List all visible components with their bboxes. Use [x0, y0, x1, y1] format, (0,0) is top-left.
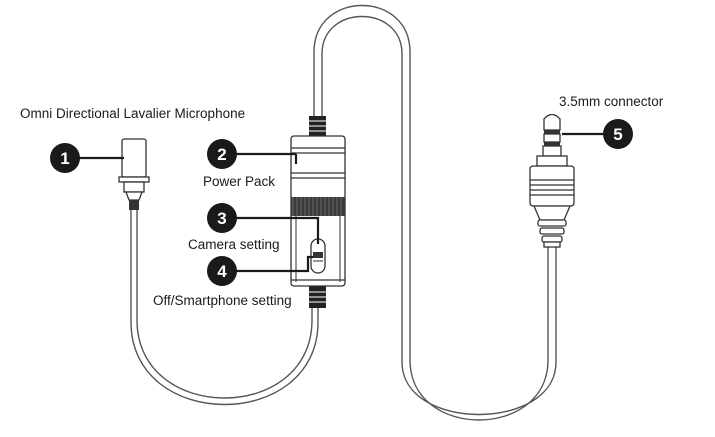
slide-switch[interactable] — [310, 238, 326, 274]
svg-text:4: 4 — [217, 262, 227, 281]
callout-4: 4 — [207, 256, 237, 286]
leader-line-3 — [225, 216, 320, 244]
label-power-pack: Power Pack — [203, 174, 275, 189]
callout-1: 1 — [50, 143, 80, 173]
label-camera-setting: Camera setting — [188, 237, 280, 252]
svg-text:2: 2 — [217, 145, 226, 164]
svg-text:5: 5 — [613, 125, 622, 144]
power-pack — [290, 116, 346, 308]
callout-3: 3 — [207, 203, 237, 233]
main-cable — [313, 5, 549, 421]
label-microphone: Omni Directional Lavalier Microphone — [20, 106, 245, 121]
svg-text:3: 3 — [217, 209, 226, 228]
leader-line-4 — [225, 255, 313, 273]
label-connector: 3.5mm connector — [559, 94, 664, 109]
mic-cable — [130, 210, 319, 406]
lavalier-microphone — [118, 138, 150, 210]
svg-text:1: 1 — [60, 149, 69, 168]
callout-5: 5 — [603, 119, 633, 149]
label-off-smartphone-setting: Off/Smartphone setting — [153, 293, 292, 308]
callout-2: 2 — [207, 139, 237, 169]
3-5mm-jack-connector — [529, 113, 575, 248]
